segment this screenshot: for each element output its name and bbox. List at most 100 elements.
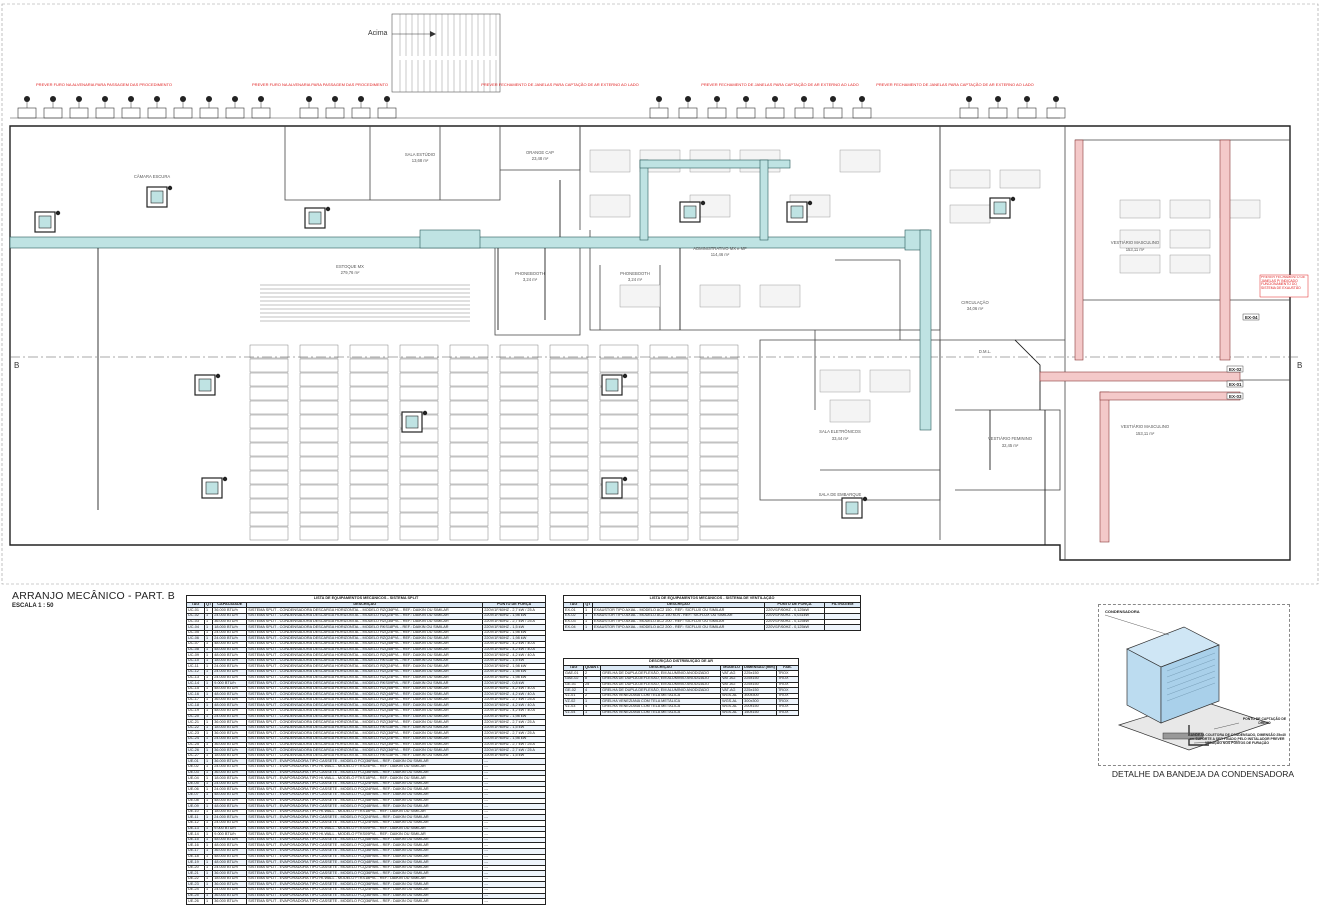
rack-bay	[299, 400, 339, 415]
rack-bay	[249, 386, 289, 401]
split-table-title: LISTA DE EQUIPAMENTOS MECÂNICOS - SISTEM…	[186, 595, 546, 602]
rack-bay	[699, 442, 739, 457]
condenser-marker	[50, 96, 56, 102]
rack-bay	[249, 526, 289, 541]
branch-ducts	[97, 180, 1046, 545]
tag-ex01: EX-01	[1229, 382, 1242, 387]
window-unit	[251, 107, 271, 119]
window-unit	[649, 107, 669, 119]
rack-bay	[549, 498, 589, 513]
rack-bay	[299, 442, 339, 457]
rack-bay	[299, 344, 339, 359]
bench	[949, 169, 991, 189]
condenser-marker	[258, 96, 264, 102]
desk-cluster	[759, 284, 801, 308]
tag-ex02: EX-02	[1229, 367, 1242, 372]
table-cell: 1	[583, 624, 593, 631]
condenser-marker	[154, 96, 160, 102]
bench	[999, 169, 1041, 189]
room-area: 13,68 m²	[412, 158, 429, 163]
window-unit	[325, 107, 345, 119]
rack-bay	[349, 428, 389, 443]
table-cell	[824, 624, 861, 631]
rack-bay	[599, 344, 639, 359]
rack-bay	[549, 414, 589, 429]
cassette-units	[34, 185, 1016, 519]
rack-bay	[449, 428, 489, 443]
condenser-illustration: CONDENSADORA	[1104, 609, 1271, 751]
room-area: 153,11 m²	[1136, 431, 1155, 436]
rack-bay	[299, 470, 339, 485]
label-bandeja: BANDEJA COLETORA DE CONDENSADO, DIMENSÃO…	[1188, 733, 1286, 745]
supply-duct	[9, 159, 932, 431]
detail-title: DETALHE DA BANDEJA DA CONDENSADORA	[1111, 769, 1295, 779]
table-cell: VZ-04	[563, 709, 584, 717]
rack-bay	[399, 386, 439, 401]
rack-bay	[499, 414, 539, 429]
condenser-marker	[358, 96, 364, 102]
rack-bay	[549, 512, 589, 527]
condenser-marker	[859, 96, 865, 102]
rack-bay	[349, 344, 389, 359]
storage-racks	[249, 284, 739, 541]
rack-bay	[549, 484, 589, 499]
rack-bay	[399, 358, 439, 373]
tag-ex04: EX-04	[1245, 315, 1258, 320]
room-name: VESTIÁRIO MASCULINO	[1121, 424, 1170, 429]
rack-bay	[349, 414, 389, 429]
rack-bay	[249, 512, 289, 527]
rack-bay	[499, 484, 539, 499]
rack-bay	[349, 358, 389, 373]
condenser-marker	[332, 96, 338, 102]
condenser-marker	[128, 96, 134, 102]
rack-bay	[649, 456, 689, 471]
condenser-marker	[24, 96, 30, 102]
bench	[1169, 229, 1211, 249]
room-area: 23,48 m²	[532, 156, 549, 161]
window-unit	[1046, 107, 1066, 119]
rack-bay	[299, 428, 339, 443]
rack-bay	[499, 428, 539, 443]
desk-cluster	[589, 149, 631, 173]
air-table-title: DESCRIÇÃO DISTRIBUIÇÃO DE AR	[563, 658, 799, 665]
rack-bay	[549, 428, 589, 443]
rack-bay	[249, 428, 289, 443]
ventilation-equipment-table: LISTA DE EQUIPAMENTOS MECÂNICOS - SISTEM…	[563, 595, 861, 631]
rack-bay	[349, 526, 389, 541]
section-line: B B	[10, 356, 1302, 370]
window-row	[10, 96, 1066, 119]
rack-bay	[399, 442, 439, 457]
rack-bay	[699, 386, 739, 401]
desk-cluster	[819, 369, 861, 393]
window-unit	[351, 107, 371, 119]
floor-plan: Acima B B	[1, 3, 1319, 585]
label-ponto-captacao: PONTO DE CAPTAÇÃO DE DRENO	[1242, 717, 1287, 725]
rack-bay	[249, 484, 289, 499]
room-area: 114,46 m²	[711, 252, 730, 257]
rack-bay	[499, 498, 539, 513]
rack-bay	[449, 372, 489, 387]
condenser-marker	[714, 96, 720, 102]
desk-cluster	[839, 149, 881, 173]
rack-bay	[299, 456, 339, 471]
window-unit	[794, 107, 814, 119]
window-unit	[95, 107, 115, 119]
condenser-marker	[995, 96, 1001, 102]
rack-bay	[249, 470, 289, 485]
room-name: VESTIÁRIO FEMININO	[988, 436, 1033, 441]
rack-bay	[299, 358, 339, 373]
rack-bay	[299, 386, 339, 401]
rack-bay	[699, 526, 739, 541]
room-name: SALA ESTÚDIO	[405, 152, 436, 157]
table-cell: GRELHA VENEZIANA COM TELA METÁLICA	[600, 709, 722, 717]
room-area: 33,44 m²	[832, 436, 849, 441]
rack-bay	[549, 470, 589, 485]
rack-bay	[299, 414, 339, 429]
inner-walls	[284, 126, 1290, 560]
rack-bay	[649, 428, 689, 443]
